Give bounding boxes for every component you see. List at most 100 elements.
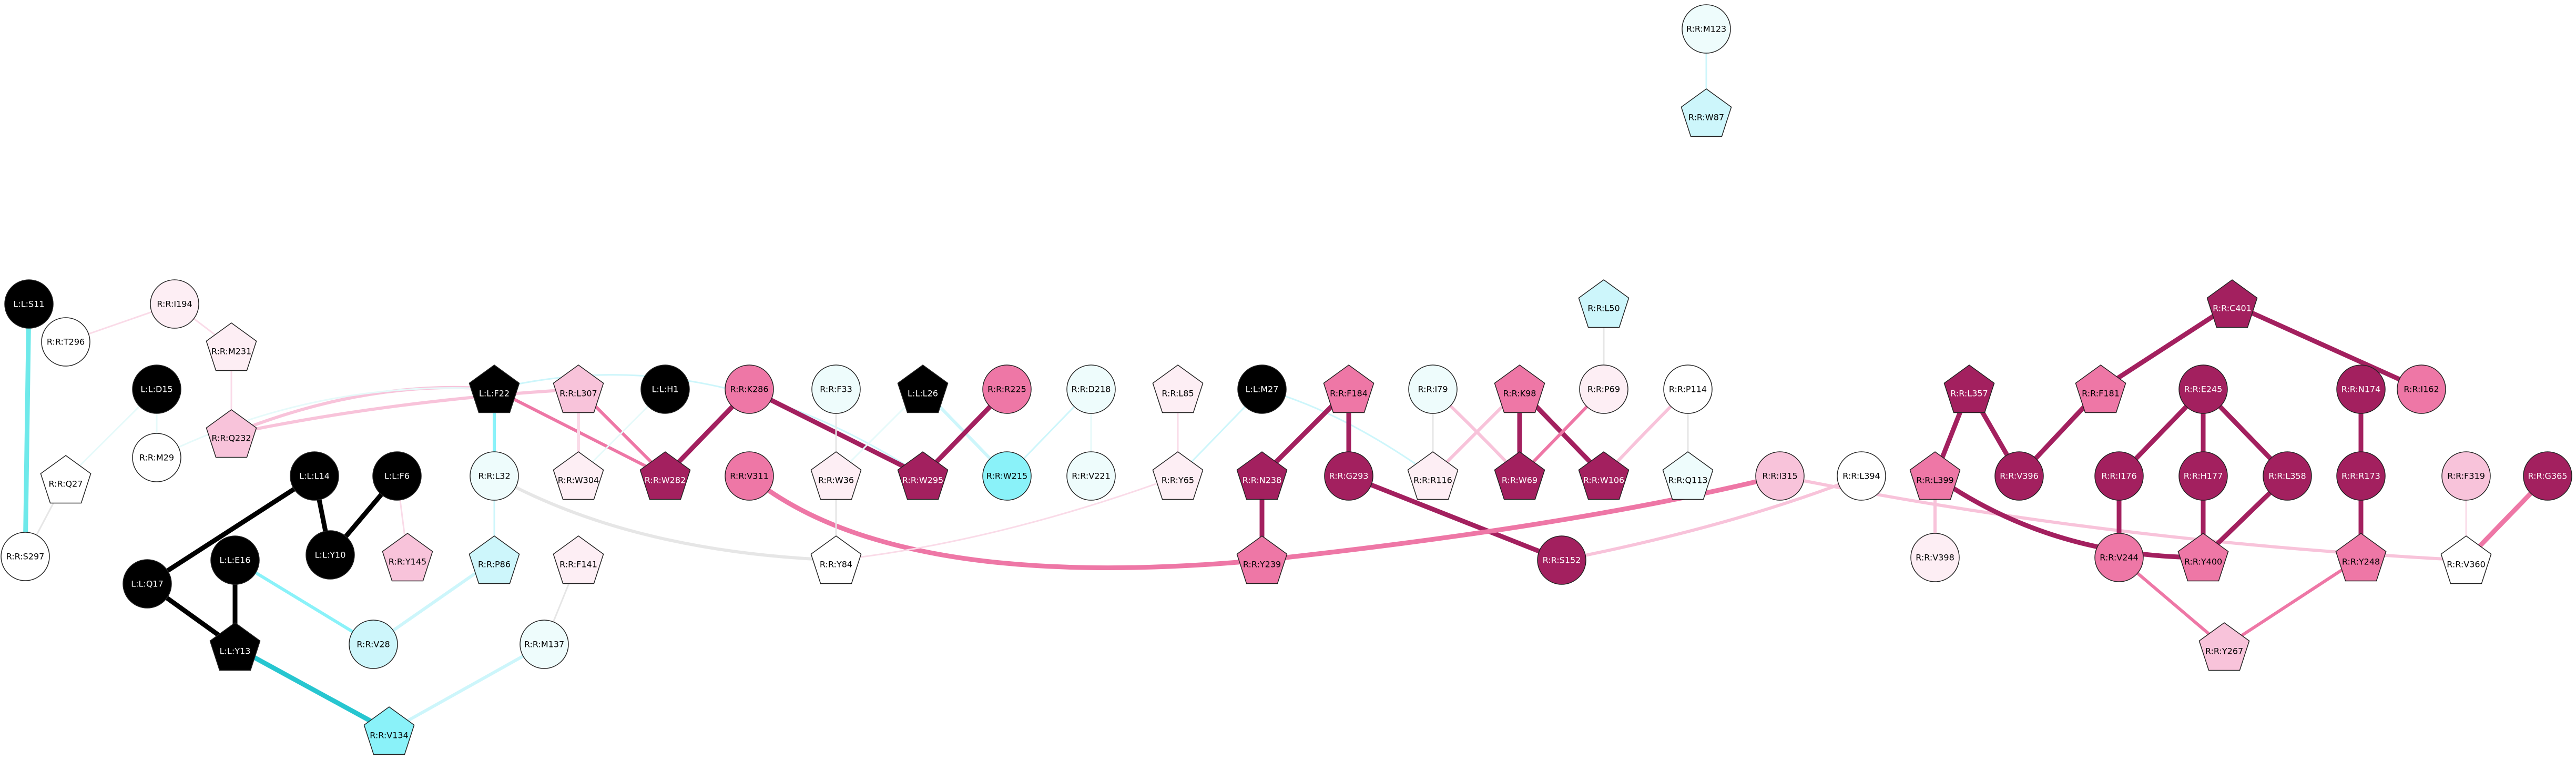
node-r-r-w295[interactable]: R:R:W295 bbox=[897, 451, 949, 500]
node-r-r-r173[interactable]: R:R:R173 bbox=[2336, 451, 2386, 501]
node-r-r-m137[interactable]: R:R:M137 bbox=[520, 620, 569, 669]
node-r-r-q113[interactable]: R:R:Q113 bbox=[1662, 451, 1714, 500]
node-l-l-d15[interactable]: L:L:D15 bbox=[132, 364, 181, 414]
node-label-r-r-s297: R:R:S297 bbox=[6, 552, 45, 562]
node-r-r-w36[interactable]: R:R:W36 bbox=[810, 451, 862, 500]
node-label-r-r-g293: R:R:G293 bbox=[1329, 471, 1369, 481]
node-r-r-f181[interactable]: R:R:F181 bbox=[2075, 364, 2126, 413]
node-r-r-s152[interactable]: R:R:S152 bbox=[1537, 535, 1586, 585]
node-r-r-l32[interactable]: R:R:L32 bbox=[470, 451, 519, 501]
node-l-l-h1[interactable]: L:L:H1 bbox=[640, 364, 690, 414]
node-r-r-g293[interactable]: R:R:G293 bbox=[1324, 451, 1373, 501]
node-r-r-l399[interactable]: R:R:L399 bbox=[1909, 451, 1961, 500]
node-r-r-w106[interactable]: R:R:W106 bbox=[1578, 451, 1630, 500]
edge-r-r-l307-r-r-q232 bbox=[231, 388, 579, 435]
node-r-r-y145[interactable]: R:R:Y145 bbox=[382, 533, 433, 582]
node-r-r-i79[interactable]: R:R:I79 bbox=[1408, 364, 1458, 414]
node-r-r-i162[interactable]: R:R:I162 bbox=[2397, 364, 2446, 414]
node-r-r-d218[interactable]: R:R:D218 bbox=[1066, 364, 1116, 414]
node-label-r-r-p86: R:R:P86 bbox=[478, 560, 511, 570]
node-r-r-v396[interactable]: R:R:V396 bbox=[1994, 451, 2044, 501]
node-r-r-e245[interactable]: R:R:E245 bbox=[2178, 364, 2228, 414]
node-r-r-m231[interactable]: R:R:M231 bbox=[206, 322, 257, 371]
node-r-r-m29[interactable]: R:R:M29 bbox=[132, 433, 181, 482]
node-r-r-v311[interactable]: R:R:V311 bbox=[725, 451, 774, 501]
node-r-r-p69[interactable]: R:R:P69 bbox=[1579, 364, 1628, 414]
node-label-r-r-i79: R:R:I79 bbox=[1418, 384, 1448, 394]
node-l-l-q17[interactable]: L:L:Q17 bbox=[123, 559, 172, 609]
node-r-r-y84[interactable]: R:R:Y84 bbox=[810, 535, 862, 584]
node-r-r-h177[interactable]: R:R:H177 bbox=[2178, 451, 2228, 501]
node-r-r-l357[interactable]: R:R:L357 bbox=[1943, 364, 1995, 413]
node-shape-l-l-l14 bbox=[290, 451, 339, 501]
node-r-r-l394[interactable]: R:R:L394 bbox=[1837, 451, 1886, 501]
node-r-r-y267[interactable]: R:R:Y267 bbox=[2198, 622, 2250, 671]
node-label-r-r-k98: R:R:K98 bbox=[1503, 389, 1536, 399]
node-r-r-v360[interactable]: R:R:V360 bbox=[2440, 535, 2492, 584]
node-r-r-i176[interactable]: R:R:I176 bbox=[2094, 451, 2144, 501]
node-r-r-w215[interactable]: R:R:W215 bbox=[982, 451, 1032, 501]
node-r-r-y400[interactable]: R:R:Y400 bbox=[2177, 533, 2229, 582]
node-l-l-y13[interactable]: L:L:Y13 bbox=[209, 622, 261, 671]
node-r-r-p114[interactable]: R:R:P114 bbox=[1663, 364, 1713, 414]
node-label-r-r-v396: R:R:V396 bbox=[2000, 471, 2039, 481]
node-label-r-r-l357: R:R:L357 bbox=[1950, 389, 1988, 399]
node-r-r-v244[interactable]: R:R:V244 bbox=[2094, 533, 2144, 582]
node-l-l-s11[interactable]: L:L:S11 bbox=[4, 279, 54, 329]
node-shape-r-r-y65 bbox=[1152, 451, 1204, 500]
node-r-r-n238[interactable]: R:R:N238 bbox=[1236, 451, 1288, 500]
node-l-l-f6[interactable]: L:L:F6 bbox=[372, 451, 422, 501]
node-shape-r-r-w106 bbox=[1578, 451, 1630, 500]
node-l-l-l14[interactable]: L:L:L14 bbox=[290, 451, 339, 501]
node-r-r-w87[interactable]: R:R:W87 bbox=[1681, 88, 1732, 137]
node-r-r-r225[interactable]: R:R:R225 bbox=[982, 364, 1032, 414]
node-r-r-c401[interactable]: R:R:C401 bbox=[2206, 279, 2258, 328]
node-r-r-w69[interactable]: R:R:W69 bbox=[1494, 451, 1545, 500]
node-r-r-y239[interactable]: R:R:Y239 bbox=[1236, 535, 1288, 584]
node-r-r-v398[interactable]: R:R:V398 bbox=[1910, 533, 1960, 582]
node-shape-l-l-s11 bbox=[4, 279, 54, 329]
node-r-r-i315[interactable]: R:R:I315 bbox=[1755, 451, 1805, 501]
node-l-l-f22[interactable]: L:L:F22 bbox=[469, 364, 520, 413]
node-label-r-r-q113: R:R:Q113 bbox=[1668, 475, 1707, 485]
node-r-r-f184[interactable]: R:R:F184 bbox=[1323, 364, 1374, 413]
node-r-r-y65[interactable]: R:R:Y65 bbox=[1152, 451, 1204, 500]
node-r-r-f141[interactable]: R:R:F141 bbox=[553, 535, 604, 584]
node-r-r-w282[interactable]: R:R:W282 bbox=[639, 451, 691, 500]
node-r-r-f319[interactable]: R:R:F319 bbox=[2441, 451, 2491, 501]
node-r-r-r116[interactable]: R:R:R116 bbox=[1407, 451, 1459, 500]
node-r-r-m123[interactable]: R:R:M123 bbox=[1682, 4, 1731, 54]
node-r-r-y248[interactable]: R:R:Y248 bbox=[2335, 533, 2387, 582]
node-r-r-w304[interactable]: R:R:W304 bbox=[553, 451, 604, 500]
node-r-r-l50[interactable]: R:R:L50 bbox=[1578, 279, 1630, 328]
node-l-l-l26[interactable]: L:L:L26 bbox=[897, 364, 949, 413]
node-r-r-n174[interactable]: R:R:N174 bbox=[2336, 364, 2386, 414]
node-r-r-v28[interactable]: R:R:V28 bbox=[349, 620, 398, 669]
node-label-r-r-f141: R:R:F141 bbox=[559, 560, 597, 570]
node-r-r-i194[interactable]: R:R:I194 bbox=[150, 279, 199, 329]
node-r-r-k286[interactable]: R:R:K286 bbox=[725, 364, 774, 414]
node-r-r-q27[interactable]: R:R:Q27 bbox=[40, 455, 91, 504]
node-r-r-t296[interactable]: R:R:T296 bbox=[41, 317, 90, 367]
node-l-l-e16[interactable]: L:L:E16 bbox=[210, 535, 260, 585]
node-r-r-s297[interactable]: R:R:S297 bbox=[1, 532, 50, 581]
node-r-r-q232[interactable]: R:R:Q232 bbox=[206, 409, 257, 458]
node-shape-r-r-q27 bbox=[40, 455, 91, 504]
node-r-r-l307[interactable]: R:R:L307 bbox=[553, 364, 604, 413]
node-l-l-y10[interactable]: L:L:Y10 bbox=[306, 530, 355, 580]
node-r-r-g365[interactable]: R:R:G365 bbox=[2523, 451, 2572, 501]
edge-r-r-l32-r-r-y84 bbox=[493, 474, 837, 562]
node-r-r-l358[interactable]: R:R:L358 bbox=[2263, 451, 2312, 501]
node-r-r-p86[interactable]: R:R:P86 bbox=[469, 535, 520, 584]
node-r-r-v221[interactable]: R:R:V221 bbox=[1066, 451, 1116, 501]
node-label-r-r-p114: R:R:P114 bbox=[1669, 384, 1707, 394]
node-l-l-m27[interactable]: L:L:M27 bbox=[1237, 364, 1287, 414]
node-r-r-l85[interactable]: R:R:L85 bbox=[1152, 364, 1204, 413]
node-r-r-v134[interactable]: R:R:V134 bbox=[363, 706, 415, 755]
node-r-r-f33[interactable]: R:R:F33 bbox=[811, 364, 861, 414]
node-label-r-r-q232: R:R:Q232 bbox=[211, 433, 251, 443]
node-r-r-k98[interactable]: R:R:K98 bbox=[1494, 364, 1545, 413]
node-label-l-l-m27: L:L:M27 bbox=[1246, 384, 1279, 394]
node-shape-r-r-m29 bbox=[132, 433, 181, 482]
